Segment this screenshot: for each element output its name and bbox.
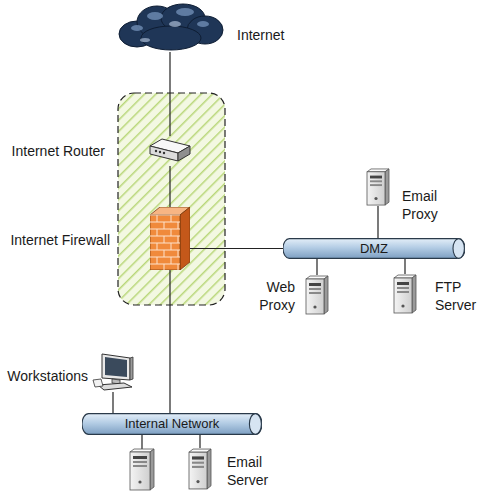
- network-link: [169, 52, 170, 136]
- network-link: [190, 248, 283, 249]
- network-segment: DMZ: [283, 238, 465, 259]
- router-icon: [148, 136, 192, 166]
- network-segment: Internal Network: [82, 413, 262, 435]
- workstation-device: Workstations: [92, 352, 134, 392]
- network-link: [199, 435, 200, 448]
- network-link: [404, 259, 405, 274]
- device-label: Email Server: [227, 453, 268, 489]
- device-label: Internet: [237, 26, 284, 44]
- server-icon: [305, 275, 329, 315]
- network-link: [112, 392, 113, 413]
- workstation-icon: [92, 352, 134, 392]
- server-icon: [188, 448, 212, 490]
- firewall-device: Internet Firewall: [150, 207, 190, 270]
- server-device: Web Proxy: [305, 275, 329, 315]
- perimeter-zone: [118, 93, 225, 305]
- segment-label: DMZ: [360, 241, 388, 257]
- device-label: Web Proxy: [259, 278, 295, 314]
- server-icon: [366, 168, 390, 206]
- internet-cloud: Internet: [115, 2, 227, 52]
- server-device: Email Proxy: [366, 168, 390, 206]
- cloud-icon: [115, 2, 227, 52]
- server-icon: [130, 435, 154, 490]
- network-link: [169, 166, 170, 207]
- router-device: Internet Router: [148, 136, 192, 166]
- segment-label: Internal Network: [125, 416, 220, 432]
- server-device: Email Server: [188, 448, 212, 490]
- firewall-icon: [150, 207, 190, 270]
- device-label: Email Proxy: [402, 187, 438, 223]
- network-link: [316, 259, 317, 275]
- device-label: Internet Firewall: [10, 231, 110, 249]
- network-link: [377, 206, 378, 238]
- device-label: FTP Server: [435, 278, 476, 314]
- server-device: FTP Server: [393, 274, 417, 314]
- device-label: Internet Router: [12, 142, 105, 160]
- network-link: [169, 270, 170, 413]
- server-icon: [393, 274, 417, 314]
- device-label: Workstations: [7, 367, 88, 385]
